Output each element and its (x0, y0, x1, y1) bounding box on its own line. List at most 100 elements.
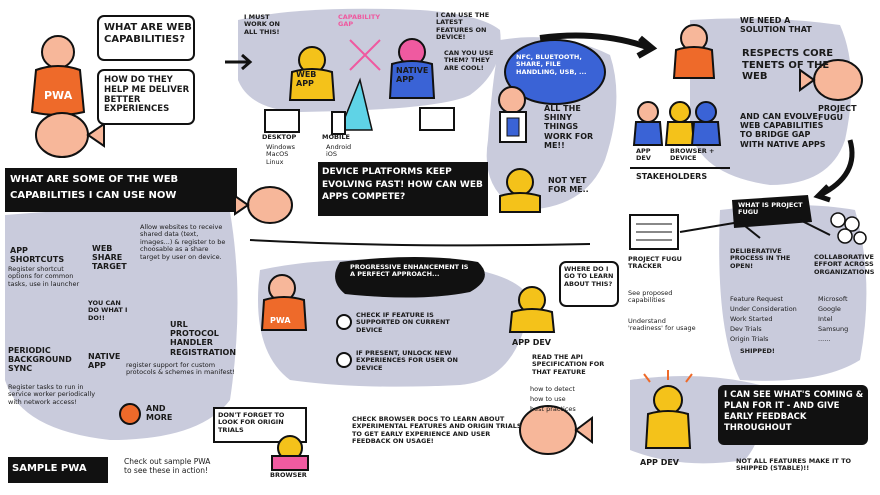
capabilities-header: WHAT ARE SOME OF THE WEB CAPABILITIES I … (10, 172, 234, 204)
periodic-sync-title: PERIODIC BACKGROUND SYNC (8, 346, 72, 374)
bubble-q1 (97, 15, 195, 61)
and-more-text: AND MORE (146, 404, 173, 423)
sample-pwa-text: Check out sample PWA to see these in act… (124, 457, 211, 475)
where-question: WHERE DO I GO TO LEARN ABOUT THIS? (564, 265, 614, 288)
fugu-fish-intro (35, 112, 105, 158)
stage-3: Work Started (730, 315, 773, 323)
capability-gap-label: CAPABILITY GAP (338, 13, 381, 29)
intro-question-2: HOW DO THEY HELP ME DELIVER BETTER EXPER… (104, 75, 190, 115)
read-spec: READ THE API SPECIFICATION FOR THAT FEAT… (532, 353, 605, 376)
pe-bubble-text: PROGRESSIVE ENHANCEMENT IS A PERFECT APP… (350, 263, 469, 279)
spec-item-1: how to detect (530, 385, 575, 393)
solution-evolve: AND CAN EVOLVE WEB CAPABILITIES TO BRIDG… (740, 112, 826, 149)
stage-4: Dev Trials (730, 325, 762, 333)
stakeholders-group (632, 101, 722, 146)
org-3: Intel (818, 315, 833, 323)
fugu-fish-middle (234, 186, 293, 224)
org-2: Google (818, 305, 841, 313)
app-shortcuts-title: APP SHORTCUTS (10, 246, 65, 265)
stakeholder-browser-device: BROWSER + DEVICE (670, 147, 715, 163)
app-dev-character-pe (508, 286, 556, 333)
periodic-sync-desc: Register tasks to run in service worker … (8, 383, 96, 406)
step2-number (336, 352, 352, 368)
bubble-latest-features: I CAN USE THE LATEST FEATURES ON DEVICE! (436, 11, 490, 42)
fugu-footnote: NOT ALL FEATURES MAKE IT TO SHIPPED (STA… (736, 457, 852, 473)
not-yet-character (499, 168, 541, 213)
app-dev-label-pe: APP DEV (512, 338, 551, 347)
app-dev-character-bottom (643, 370, 693, 449)
mobile-os: Android iOS (326, 143, 352, 159)
spec-item-2: how to use (530, 395, 566, 403)
pe-step-1: CHECK IF FEATURE IS SUPPORTED ON CURRENT… (356, 311, 450, 334)
native-app-note: YOU CAN DO WHAT I DO!! (88, 299, 128, 322)
features-bubble (504, 39, 606, 105)
pwa-label-intro: PWA (44, 89, 73, 102)
web-share-target-title: WEB SHARE TARGET (92, 244, 127, 272)
where-bubble (559, 261, 619, 307)
stage-6: SHIPPED! (740, 347, 775, 355)
sample-pwa-button[interactable]: SAMPLE PWA (12, 463, 104, 474)
fugu-branch-arrows (679, 219, 831, 239)
mobile-device (331, 111, 346, 135)
collab-title: COLLABORATIVE EFFORT ACROSS ORGANIZATION… (814, 253, 875, 276)
pwa-character-intro (30, 35, 86, 116)
desktop-label: DESKTOP (262, 133, 297, 141)
org-1: Microsoft (818, 295, 848, 303)
bubble-must-work: I MUST WORK ON ALL THIS! (244, 13, 280, 36)
question-bubble: CAN YOU USE THEM? THEY ARE COOL! (444, 49, 494, 72)
shiny-text: ALL THE SHINY THINGS WORK FOR ME!! (544, 104, 594, 150)
native-app-character (388, 38, 436, 99)
fugu-fish-bottom-center (519, 405, 593, 455)
app-dev-quote: I CAN SEE WHAT'S COMING & PLAN FOR IT - … (724, 390, 864, 435)
pe-step-2: IF PRESENT, UNLOCK NEW EXPERIENCES FOR U… (356, 349, 458, 372)
pe-bubble (335, 257, 485, 298)
native-app-label: NATIVE APP (396, 66, 429, 85)
bubble-q2 (97, 69, 195, 125)
org-5: ...... (818, 335, 831, 343)
shiny-character (498, 86, 527, 143)
stage-2: Under Consideration (730, 305, 797, 313)
platforms-headline: DEVICE PLATFORMS KEEP EVOLVING FAST! HOW… (322, 166, 484, 204)
web-app-character (288, 46, 336, 101)
what-is-fugu-banner (732, 195, 812, 228)
capability-gap-slope (338, 77, 373, 131)
features-list: NFC, BLUETOOTH, SHARE, FILE HANDLING, US… (516, 53, 587, 76)
tracker-item-1: See proposed capabilities (628, 289, 673, 305)
solution-intro: WE NEED A SOLUTION THAT (740, 16, 812, 35)
check-docs-text: CHECK BROWSER DOCS TO LEARN ABOUT EXPERI… (352, 415, 522, 446)
app-dev-label-bottom: APP DEV (640, 458, 679, 467)
stakeholder-app-dev: APP DEV (636, 147, 651, 163)
spec-item-3: best practices (530, 405, 576, 413)
desktop-device (264, 109, 300, 133)
org-4: Samsung (818, 325, 849, 333)
pwa-character-solution (672, 24, 716, 79)
blob-right-bottom (719, 205, 867, 381)
stage-5: Origin Trials (730, 335, 769, 343)
desktop-os: Windows MacOS Linux (266, 143, 296, 166)
what-is-fugu-title: WHAT IS PROJECT FUGU (738, 201, 803, 217)
capability-gap-lines (349, 39, 381, 71)
deliberative-title: DELIBERATIVE PROCESS IN THE OPEN! (730, 247, 791, 270)
pwa-character-pe (260, 274, 308, 331)
section-divider (249, 239, 591, 247)
arrow-to-solution (539, 32, 658, 59)
mobile-label: MOBILE (322, 133, 350, 141)
step1-number (336, 314, 352, 330)
and-more-character (119, 403, 141, 425)
app-shortcuts-desc: Register shortcut options for common tas… (8, 265, 80, 288)
stakeholders-label: STAKEHOLDERS (636, 172, 708, 181)
pwa-label-pe: PWA (270, 316, 291, 325)
blob-left-bottom (5, 209, 238, 440)
native-desktop-device (419, 107, 455, 131)
blob-top-right (690, 18, 852, 186)
native-app-title: NATIVE APP (88, 352, 121, 371)
origin-trials-note-text: DON'T FORGET TO LOOK FOR ORIGIN TRIALS (218, 411, 285, 434)
browser-character (271, 435, 309, 471)
collab-people (830, 212, 867, 245)
intro-question-1: WHAT ARE WEB CAPABILITIES? (104, 22, 192, 45)
browser-label: BROWSER (270, 471, 307, 479)
tracker-item-2: Understand 'readiness' for usage (628, 317, 696, 333)
url-protocol-title: URL PROTOCOL HANDLER REGISTRATION (170, 320, 237, 357)
arrow-intro-platforms (225, 53, 253, 71)
tracker-title: PROJECT FUGU TRACKER (628, 255, 682, 271)
